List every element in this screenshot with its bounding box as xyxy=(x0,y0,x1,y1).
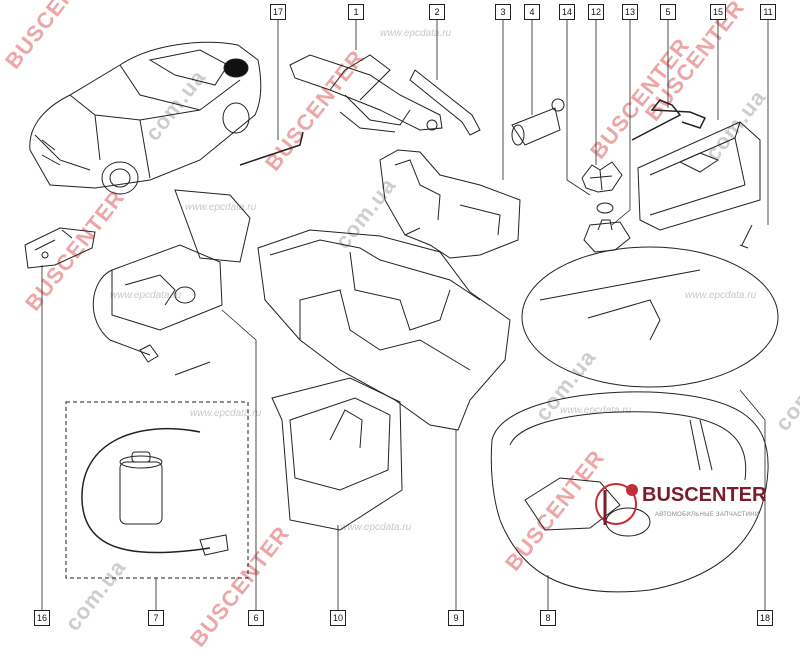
callout-15[interactable]: 15 xyxy=(710,4,726,20)
callout-4[interactable]: 4 xyxy=(524,4,540,20)
trunk-location-marker xyxy=(223,58,249,78)
logo-tagline: АВТОМОБИЛЬНЫЕ ЗАПЧАСТИНИ xyxy=(655,512,760,518)
storage-box xyxy=(271,377,403,531)
callout-12[interactable]: 12 xyxy=(588,4,604,20)
callout-6[interactable]: 6 xyxy=(248,610,264,626)
leader-6 xyxy=(221,309,257,610)
callout-8[interactable]: 8 xyxy=(540,610,556,626)
callout-10[interactable]: 10 xyxy=(330,610,346,626)
callout-5[interactable]: 5 xyxy=(660,4,676,20)
hook-key xyxy=(239,131,304,166)
callout-2[interactable]: 2 xyxy=(429,4,445,20)
buscenter-logo-mark xyxy=(595,483,638,525)
jack xyxy=(289,54,443,133)
leader-13 xyxy=(611,20,631,226)
socket xyxy=(511,98,565,146)
compressor-case xyxy=(92,189,251,376)
spare-wheel-well xyxy=(490,391,769,593)
floor-disc xyxy=(521,246,779,388)
callout-7[interactable]: 7 xyxy=(148,610,164,626)
callout-9[interactable]: 9 xyxy=(448,610,464,626)
callout-18[interactable]: 18 xyxy=(757,610,773,626)
logo-name: BUSCENTER xyxy=(642,484,767,506)
tool-holder xyxy=(379,149,521,259)
repair-kit xyxy=(81,428,229,556)
callout-16[interactable]: 16 xyxy=(34,610,50,626)
callout-17[interactable]: 17 xyxy=(270,4,286,20)
leader-14 xyxy=(566,20,591,196)
callout-3[interactable]: 3 xyxy=(495,4,511,20)
repair-kit-frame xyxy=(65,401,249,579)
leader-18 xyxy=(739,389,766,610)
screw xyxy=(739,224,753,249)
callout-14[interactable]: 14 xyxy=(559,4,575,20)
callout-1[interactable]: 1 xyxy=(348,4,364,20)
callout-13[interactable]: 13 xyxy=(622,4,638,20)
storage-tray xyxy=(257,229,511,431)
bracket xyxy=(24,227,96,269)
car-illustration xyxy=(29,41,262,195)
wheel-brace xyxy=(409,69,481,136)
towing-eye xyxy=(631,99,707,141)
callout-11[interactable]: 11 xyxy=(760,4,776,20)
warning-triangle-box xyxy=(637,121,761,231)
spare-wheel-fixing xyxy=(581,161,631,253)
